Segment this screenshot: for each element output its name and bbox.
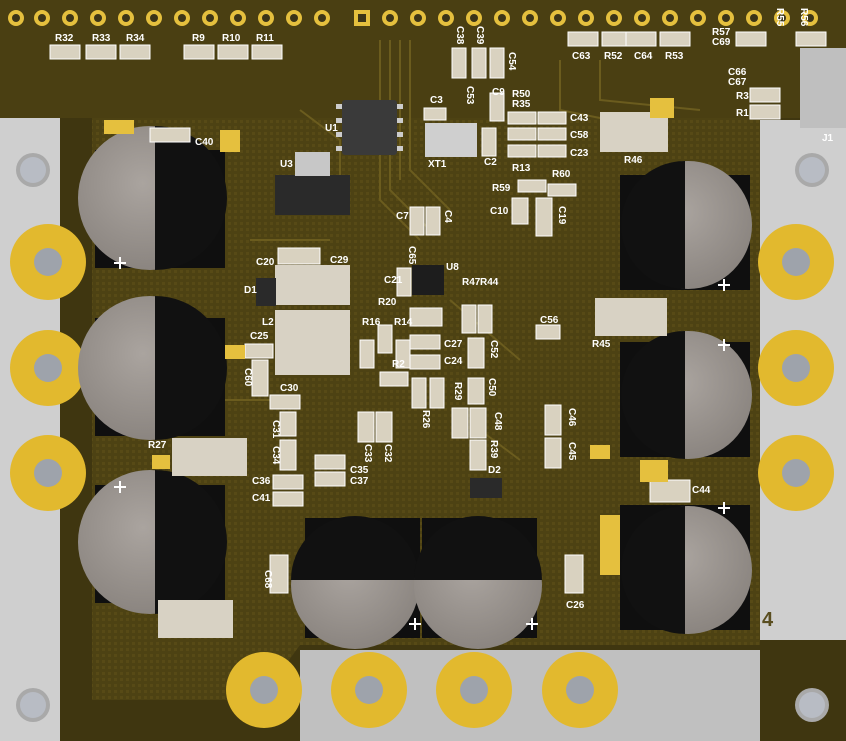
ref-C60: C60 <box>242 368 253 387</box>
ref-D1: D1 <box>244 285 257 296</box>
ref-R11: R11 <box>256 33 274 44</box>
polarity-marks <box>114 257 730 630</box>
smd-parts <box>49 31 827 594</box>
ref-R32: R32 <box>55 33 74 44</box>
ref-C50: C50 <box>486 378 497 397</box>
ref-C30: C30 <box>280 383 299 394</box>
ref-C2: C2 <box>484 157 497 168</box>
ref-C48: C48 <box>492 412 503 431</box>
ref-R53: R53 <box>665 51 684 62</box>
ref-C19: C19 <box>556 206 567 225</box>
ref-C43: C43 <box>570 113 589 124</box>
ref-C31: C31 <box>270 420 281 439</box>
ref-R16: R16 <box>362 317 381 328</box>
ref-R34: R34 <box>126 33 145 44</box>
ref-R13: R13 <box>512 163 531 174</box>
ref-C46: C46 <box>566 408 577 427</box>
ref-C44: C44 <box>692 485 711 496</box>
ref-D2: D2 <box>488 465 501 476</box>
ref-C10: C10 <box>490 206 509 217</box>
ref-C35: C35 <box>350 465 369 476</box>
ref-C68: C68 <box>262 570 273 589</box>
ref-C58: C58 <box>570 130 589 141</box>
ref-C3: C3 <box>430 95 443 106</box>
ref-R26: R26 <box>420 410 431 429</box>
ref-R27: R27 <box>148 440 167 451</box>
ref-C66: C66 <box>728 67 747 78</box>
ref-R50: R50 <box>512 89 531 100</box>
ref-C34: C34 <box>270 446 281 465</box>
ref-C37: C37 <box>350 476 369 487</box>
ref-C39: C39 <box>474 26 485 45</box>
ref-R56: R56 <box>798 8 809 27</box>
ref-R52: R52 <box>604 51 623 62</box>
ref-C65: C65 <box>406 246 417 265</box>
ref-C67: C67 <box>728 77 747 88</box>
ref-C64: C64 <box>634 51 653 62</box>
ref-C63: C63 <box>572 51 591 62</box>
ref-C25: C25 <box>250 331 269 342</box>
ref-R33: R33 <box>92 33 111 44</box>
ref-R60: R60 <box>552 169 571 180</box>
ref-4: 4 <box>762 609 774 631</box>
terminal-pads <box>10 224 834 728</box>
ref-C40: C40 <box>195 137 214 148</box>
ref-C9: C9 <box>492 87 505 98</box>
ref-R3: R3 <box>736 91 749 102</box>
ref-R9: R9 <box>192 33 205 44</box>
ref-R35: R35 <box>512 99 531 110</box>
ref-R59: R59 <box>492 183 511 194</box>
ref-C23: C23 <box>570 148 589 159</box>
ref-R10: R10 <box>222 33 241 44</box>
ref-XT1: XT1 <box>428 159 447 170</box>
ref-C4: C4 <box>442 210 453 223</box>
ref-C27: C27 <box>444 339 463 350</box>
ref-C24: C24 <box>444 356 463 367</box>
ref-R45: R45 <box>592 339 611 350</box>
ref-R46: R46 <box>624 155 643 166</box>
ref-U1: U1 <box>325 123 338 134</box>
ref-C56: C56 <box>540 315 559 326</box>
board-left-bay <box>0 118 60 741</box>
ref-R57: R57 <box>712 27 731 38</box>
ref-C29: C29 <box>330 255 349 266</box>
ref-J1: J1 <box>822 133 834 144</box>
ref-C21: C21 <box>384 275 403 286</box>
ref-R39: R39 <box>488 440 499 459</box>
ref-R29: R29 <box>452 382 463 401</box>
ics <box>158 48 846 638</box>
ref-C26: C26 <box>566 600 585 611</box>
ref-R2: R2 <box>392 359 405 370</box>
ref-C36: C36 <box>252 476 271 487</box>
ref-R1: R1 <box>736 108 749 119</box>
ref-U8: U8 <box>446 262 459 273</box>
ref-L2: L2 <box>262 317 274 328</box>
mounting-holes <box>16 153 829 722</box>
ref-R47: R47 <box>462 277 481 288</box>
ref-C45: C45 <box>566 442 577 461</box>
ref-C41: C41 <box>252 493 271 504</box>
ref-C7: C7 <box>396 211 409 222</box>
header-pins-left <box>8 10 330 26</box>
header-pins-right <box>354 10 818 26</box>
ref-C54: C54 <box>506 52 517 71</box>
ref-C32: C32 <box>382 444 393 463</box>
ref-C52: C52 <box>488 340 499 359</box>
pad-clusters <box>104 98 674 575</box>
ref-R44: R44 <box>480 277 499 288</box>
ref-R55: R55 <box>774 8 785 27</box>
ref-U3: U3 <box>280 159 293 170</box>
copper-pour <box>92 118 760 700</box>
ref-C69: C69 <box>712 37 731 48</box>
ref-R20: R20 <box>378 297 397 308</box>
ref-C38: C38 <box>454 26 465 45</box>
ref-C53: C53 <box>464 86 475 105</box>
electrolytic-capacitors <box>78 126 752 649</box>
ref-C33: C33 <box>362 444 373 463</box>
ref-R14: R14 <box>394 317 413 328</box>
ref-C20: C20 <box>256 257 275 268</box>
